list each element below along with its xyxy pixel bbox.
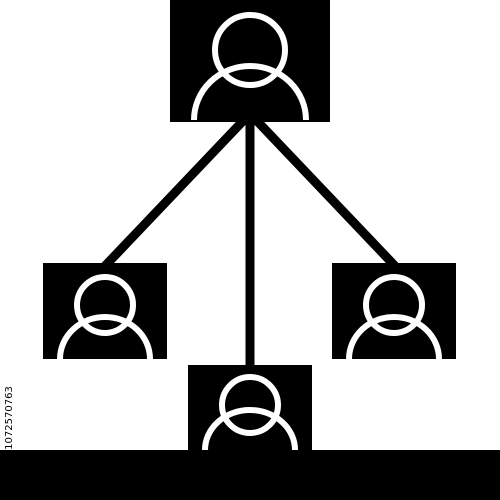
person-icon [202, 374, 298, 451]
person-shoulders [191, 63, 309, 121]
person-icon [57, 274, 153, 360]
person-icon [191, 12, 309, 121]
node-left [43, 263, 167, 360]
base-platform [0, 450, 500, 500]
person-icon [346, 274, 442, 360]
connector-line-right [251, 115, 402, 273]
connector-line-left [98, 115, 249, 273]
person-head [219, 374, 281, 436]
person-head [363, 274, 425, 336]
person-head [212, 12, 288, 88]
node-top [170, 0, 330, 122]
person-shoulders [202, 407, 298, 451]
person-shoulders [57, 314, 153, 360]
person-shoulders [346, 314, 442, 360]
node-right [332, 263, 456, 360]
connector-lines [98, 115, 402, 373]
node-center [188, 365, 312, 453]
person-head [74, 274, 136, 336]
stock-id-watermark: 1072570763 [4, 386, 15, 450]
